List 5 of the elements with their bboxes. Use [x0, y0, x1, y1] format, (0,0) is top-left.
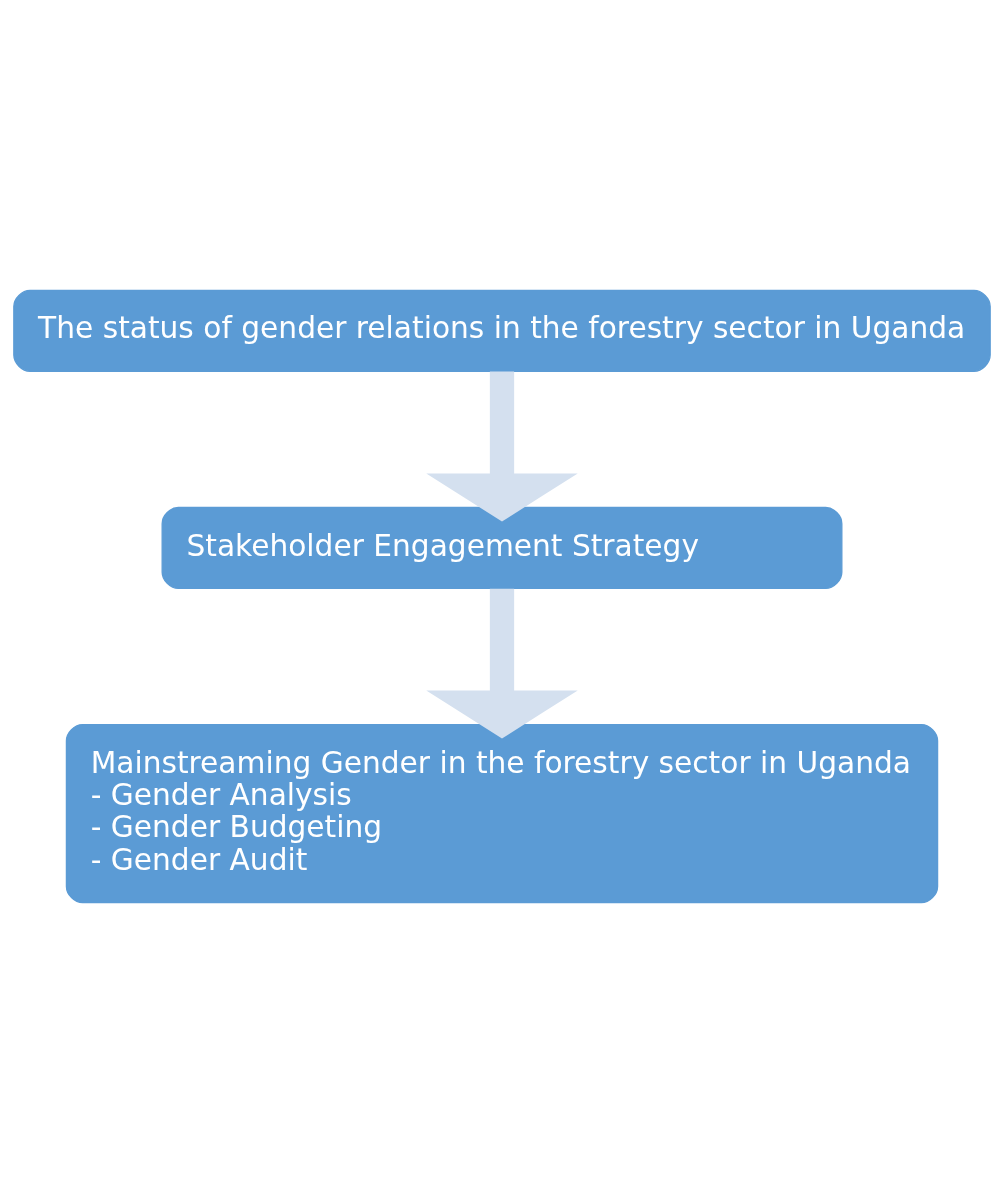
- arrow: [426, 588, 578, 739]
- node-box: Stakeholder Engagement Strategy: [161, 506, 843, 590]
- node-box: The status of gender relations in the forestry sector in Uganda: [13, 289, 991, 372]
- arrow: [426, 371, 578, 522]
- node-box: Mainstreaming Gender in the forestry sector in Uganda - Gender Analysis - Gender Budgeting - Gender Audit: [65, 723, 939, 904]
